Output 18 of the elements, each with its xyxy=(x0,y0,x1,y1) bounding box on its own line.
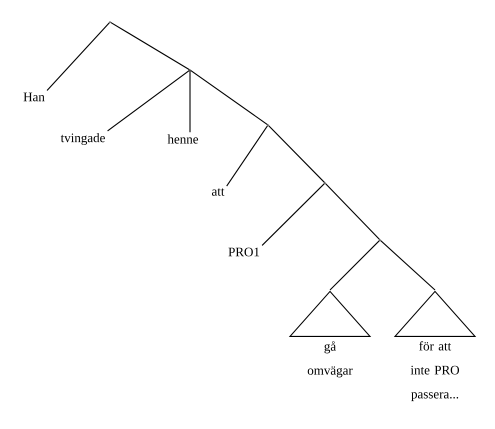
tree-branch xyxy=(330,240,380,290)
word-label: tvingade xyxy=(60,133,105,145)
tree-branch xyxy=(325,183,380,240)
word-label: PRO1 xyxy=(228,248,260,256)
node-label: gå omvägar xyxy=(308,341,353,378)
tree-branch xyxy=(190,70,268,125)
word-label: Han xyxy=(24,92,45,102)
tree-branch xyxy=(46,22,110,91)
word-label: att xyxy=(212,188,224,196)
word-label: henne xyxy=(168,134,198,144)
node-label: för att inte PRO passera... xyxy=(410,341,460,402)
tree-branch xyxy=(380,240,436,290)
tree-branch xyxy=(189,70,191,132)
tree-branch xyxy=(110,22,190,70)
tree-branch xyxy=(107,70,190,132)
tree-branch xyxy=(226,125,268,186)
tree-branch xyxy=(268,125,325,183)
tree-branch xyxy=(262,183,325,246)
